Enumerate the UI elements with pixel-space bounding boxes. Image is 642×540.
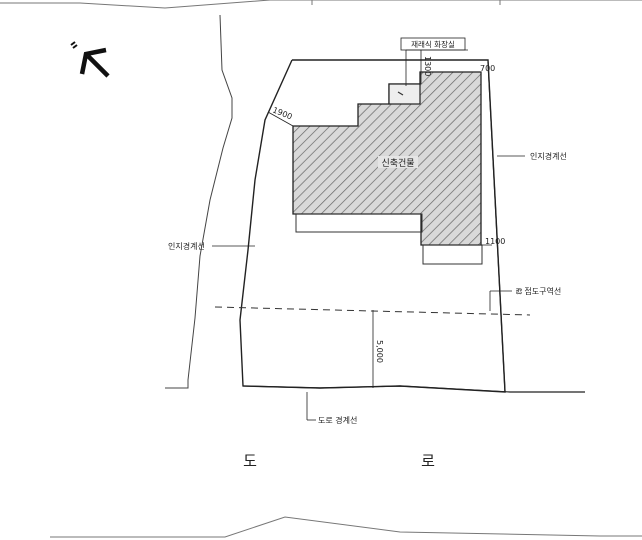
slab-right	[422, 244, 483, 265]
dim-setback-right: 1100	[485, 237, 505, 246]
road-boundary-line	[242, 385, 585, 393]
label-road-boundary: 도로 경계선	[318, 415, 357, 425]
left-boundary-line	[165, 14, 233, 389]
north-arrow-icon	[70, 41, 110, 78]
road-char-1: 도	[243, 452, 257, 470]
road-char-2: 로	[421, 452, 435, 470]
slab-left	[295, 213, 423, 233]
label-adjacent-boundary-left: 인지경계선	[168, 241, 205, 251]
label-road-zone: ఔ 접도구역선	[516, 286, 561, 296]
sheet-bottom-line	[50, 516, 642, 538]
right-boundary-line	[487, 61, 506, 393]
dim-road-setback: 5,000	[375, 340, 384, 363]
dim-setback-top-right: 700	[480, 64, 495, 73]
annex-label: 재래식 화장실	[411, 39, 455, 49]
building-label-bg	[378, 156, 418, 168]
annex-toilet	[388, 83, 421, 105]
dim-setback-left: 1900	[271, 106, 293, 122]
building-label: 신축건물	[381, 158, 414, 169]
road-zone-dashed-line	[214, 306, 531, 316]
dim-setback-top: 1300	[423, 56, 432, 76]
sheet-top-line	[0, 0, 642, 9]
label-adjacent-boundary-right: 인지경계선	[530, 151, 567, 161]
